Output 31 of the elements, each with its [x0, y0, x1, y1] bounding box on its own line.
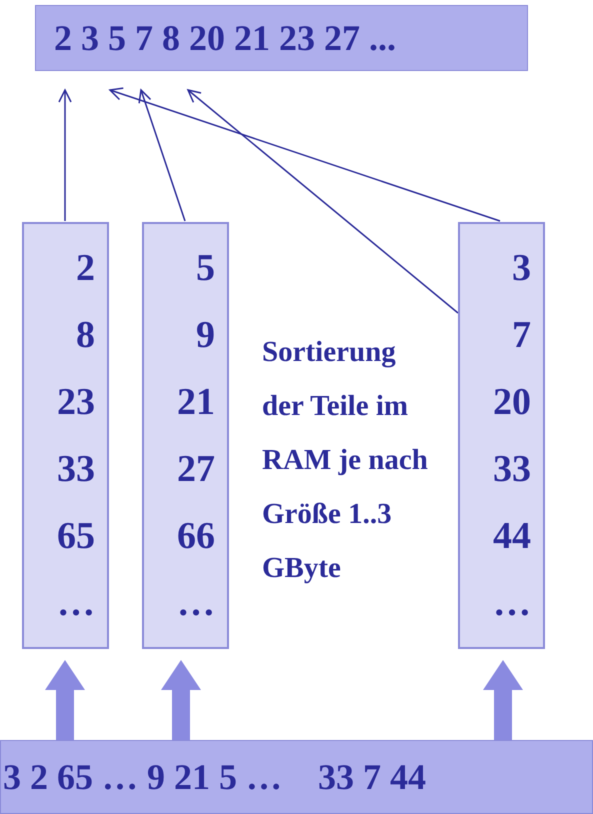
number-label: 8 — [76, 316, 95, 354]
number-label: 33 — [57, 450, 95, 488]
number-label: 5 — [196, 248, 215, 287]
number-label: 27 — [177, 450, 215, 488]
number-label: … — [57, 584, 95, 622]
sequence-bar: 3 2 65 … 9 21 5 … 33 7 44 — [0, 740, 593, 814]
number-label: … — [493, 584, 531, 622]
number-label: 2 — [76, 248, 95, 287]
number-label: 21 — [177, 382, 215, 421]
block-arrow — [483, 660, 523, 740]
arrow — [109, 87, 500, 222]
number-label: 9 — [196, 316, 215, 354]
number-label: 23 — [57, 382, 95, 421]
number-label: 65 — [57, 517, 95, 556]
arrow — [138, 89, 186, 222]
number-label: 44 — [493, 517, 531, 556]
note-text: Sortierung der Teile im RAM je nach Größe 1..3 GByte — [262, 335, 429, 586]
column-box — [22, 222, 109, 649]
arrow — [58, 89, 72, 221]
column-box — [458, 222, 545, 649]
block-arrow — [161, 660, 201, 740]
block-arrow — [45, 660, 85, 740]
number-label: 66 — [177, 517, 215, 556]
number-label: 7 — [512, 316, 531, 354]
number-label: … — [177, 584, 215, 622]
arrow — [187, 89, 458, 314]
number-label: 3 — [512, 248, 531, 287]
number-label: 33 — [493, 450, 531, 488]
sequence-bar: 2 3 5 7 8 20 21 23 27 ... — [35, 5, 528, 71]
number-label: 20 — [493, 382, 531, 421]
column-box — [142, 222, 229, 649]
